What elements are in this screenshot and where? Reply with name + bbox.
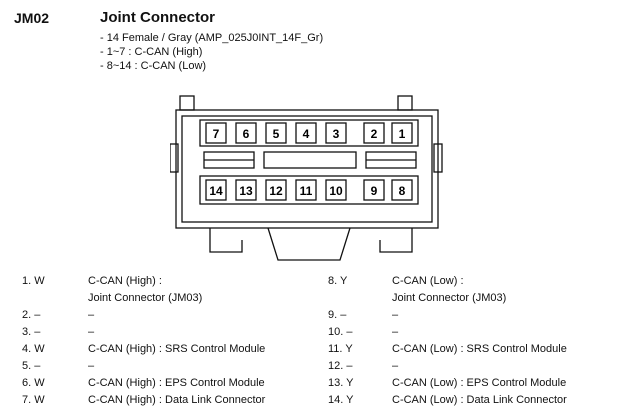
top-latch-left xyxy=(179,95,195,111)
pin-description: C-CAN (High) : xyxy=(88,275,162,287)
pin-description: C-CAN (Low) : SRS Control Module xyxy=(392,343,567,355)
bottom-leg-right xyxy=(379,228,413,253)
pin-description: – xyxy=(392,326,399,338)
pin-number: 12. – xyxy=(328,360,353,372)
pin-number: 8. Y xyxy=(328,275,348,287)
pin-label: 8 xyxy=(399,184,406,198)
pin-description: – xyxy=(88,326,95,338)
pin-number: 6. W xyxy=(22,377,45,389)
side-tab-left xyxy=(170,143,179,173)
pin-number: 3. – xyxy=(22,326,41,338)
pin-cell: 5 xyxy=(265,122,287,144)
pin-label: 12 xyxy=(269,184,283,198)
pin-cell: 8 xyxy=(391,179,413,201)
top-latch-right xyxy=(397,95,413,111)
pin-cell: 7 xyxy=(205,122,227,144)
pin-number: 10. – xyxy=(328,326,353,338)
pin-label: 14 xyxy=(209,184,223,198)
pin-cell: 2 xyxy=(363,122,385,144)
pin-description: – xyxy=(392,309,399,321)
pin-cell: 10 xyxy=(325,179,347,201)
pin-label: 3 xyxy=(333,127,340,141)
pin-number: 4. W xyxy=(22,343,45,355)
pin-label: 5 xyxy=(273,127,280,141)
pin-description: – xyxy=(392,360,399,372)
bottom-pin-row: 14 13 12 11 10 9 8 xyxy=(205,179,413,201)
pin-description: C-CAN (Low) : xyxy=(392,275,464,287)
pin-description: C-CAN (High) : EPS Control Module xyxy=(88,377,265,389)
pin-number: 11. Y xyxy=(328,343,353,355)
pin-label: 7 xyxy=(213,127,220,141)
pin-label: 13 xyxy=(239,184,253,198)
pin-cell: 3 xyxy=(325,122,347,144)
connector-code: JM02 xyxy=(14,10,50,26)
pin-number: 2. – xyxy=(22,309,41,321)
connector-description: - 14 Female / Gray (AMP_025J0INT_14F_Gr)… xyxy=(100,31,323,73)
pin-cell: 11 xyxy=(295,179,317,201)
pin-label: 4 xyxy=(303,127,310,141)
pin-description: – xyxy=(88,360,95,372)
pin-cell: 6 xyxy=(235,122,257,144)
pin-description: – xyxy=(88,309,95,321)
pin-label: 2 xyxy=(371,127,378,141)
top-pin-row: 7 6 5 4 3 2 1 xyxy=(205,122,413,144)
pin-cell: 4 xyxy=(295,122,317,144)
bottom-leg-left xyxy=(209,228,243,253)
pin-label: 6 xyxy=(243,127,250,141)
pin-description: C-CAN (High) : Data Link Connector xyxy=(88,394,266,406)
bottom-key xyxy=(267,227,351,261)
pin-description: Joint Connector (JM03) xyxy=(392,292,507,304)
pin-number: 14. Y xyxy=(328,394,354,406)
connector-housing xyxy=(175,109,439,229)
pin-cell: 14 xyxy=(205,179,227,201)
pin-label: 11 xyxy=(300,184,313,198)
pin-cell: 1 xyxy=(391,122,413,144)
description-line: - 1~7 : C-CAN (High) xyxy=(100,46,203,58)
pin-number: 1. W xyxy=(22,275,45,287)
pin-label: 9 xyxy=(371,184,378,198)
description-line: - 8~14 : C-CAN (Low) xyxy=(100,60,207,72)
description-line: - 14 Female / Gray (AMP_025J0INT_14F_Gr) xyxy=(100,32,324,44)
pin-label: 10 xyxy=(329,184,343,198)
pin-description: C-CAN (Low) : EPS Control Module xyxy=(392,377,567,389)
connector-diagram: 7 6 5 4 3 2 1 14 13 12 11 10 9 8 xyxy=(170,95,443,261)
side-tab-right xyxy=(433,143,443,173)
pin-description: Joint Connector (JM03) xyxy=(88,292,203,304)
pin-cell: 9 xyxy=(363,179,385,201)
pin-label: 1 xyxy=(399,127,406,141)
pin-number: 5. – xyxy=(22,360,41,372)
pin-cell: 12 xyxy=(265,179,287,201)
connector-title: Joint Connector xyxy=(100,9,215,26)
pin-number: 7. W xyxy=(22,394,45,406)
pin-description: C-CAN (Low) : Data Link Connector xyxy=(392,394,567,406)
pin-number: 9. – xyxy=(328,309,347,321)
pin-cell: 13 xyxy=(235,179,257,201)
pin-description: C-CAN (High) : SRS Control Module xyxy=(88,343,266,355)
pin-number: 13. Y xyxy=(328,377,354,389)
